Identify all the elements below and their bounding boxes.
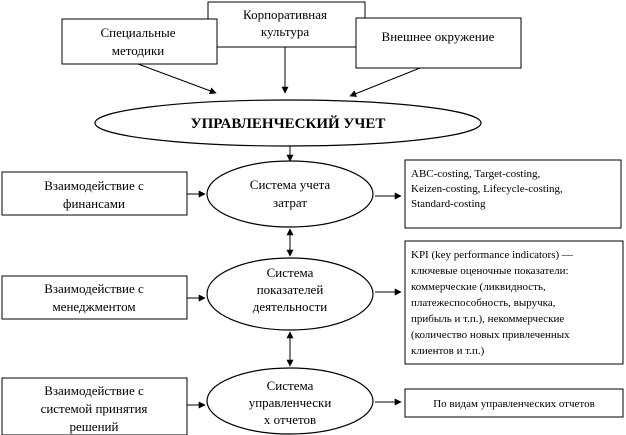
interaction-management-box: [1, 275, 188, 320]
kpi-description-line-3: коммерческие (ликвидность,: [411, 281, 546, 293]
costing-methods-line-2: Keizen-costing, Lifecycle-costing,: [411, 183, 563, 195]
kpi-description-line-7: клиентов и т.п.): [411, 345, 485, 357]
costing-methods-line-1: ABC-costing, Target-costing,: [411, 168, 541, 180]
performance-indicators-system-line-3: деятельности: [253, 299, 327, 314]
costing-methods-line-3: Standard-costing: [411, 198, 486, 210]
kpi-description-line-2: ключевые оценочные показатели:: [411, 265, 569, 277]
performance-indicators-system-line-2: показателей: [257, 282, 324, 297]
management-reports-system-line-2: управленчески: [249, 395, 332, 410]
performance-indicators-system-ellipse: [206, 257, 374, 331]
special-methods-box: [61, 18, 218, 65]
management-accounting-title: УПРАВЛЕНЧЕСКИЙ УЧЕТ: [191, 115, 386, 132]
cost-accounting-system-line-1: Система учета: [250, 177, 331, 192]
kpi-description-line-6: (количество новых привлеченных: [411, 329, 570, 341]
interaction-decision-system-line-3: решений: [70, 419, 119, 434]
special-methods-line-1: Специальные: [100, 25, 175, 40]
cost-accounting-system-ellipse: [206, 160, 374, 228]
management-reports-system-ellipse: [206, 367, 374, 435]
interaction-management-line-1: Взаимодействие с: [44, 281, 144, 296]
special-methods-line-2: методики: [112, 43, 165, 58]
interaction-decision-system-line-2: системой принятия: [41, 401, 148, 416]
interaction-finance-line-1: Взаимодействие с: [44, 178, 144, 193]
corporate-culture-line-2: культура: [261, 24, 309, 39]
kpi-description-box: [404, 240, 624, 365]
cost-accounting-system-line-2: затрат: [273, 195, 307, 210]
management-reports-system-line-1: Система: [267, 378, 314, 393]
costing-methods-box: [404, 159, 622, 229]
interaction-decision-system-line-1: Взаимодействие с: [44, 383, 144, 398]
management-accounting-ellipse: [94, 99, 482, 147]
management-reports-system-line-3: х отчетов: [264, 412, 316, 427]
interaction-decision-system-box: [1, 377, 188, 435]
arrow-environment-to-main: [349, 67, 421, 97]
interaction-management-line-2: менеджментом: [52, 299, 135, 314]
kpi-description-line-1: KPI (key performance indicators) —: [411, 249, 574, 261]
report-types-label: По видам управленческих отчетов: [433, 398, 595, 410]
report-types-box: [404, 388, 624, 418]
kpi-description-line-4: платежеспособность, выручка,: [411, 297, 556, 309]
kpi-description-line-5: прибыль и т.п.), некоммерческие: [411, 313, 564, 325]
corporate-culture-line-1: Корпоративная: [243, 7, 327, 22]
external-environment-box: [355, 17, 522, 69]
arrow-methods-to-main: [137, 63, 217, 95]
external-environment-label: Внешнее окружение: [382, 29, 495, 44]
performance-indicators-system-line-1: Система: [267, 265, 314, 280]
interaction-finance-box: [1, 171, 188, 216]
corporate-culture-box: [207, 1, 366, 48]
interaction-finance-line-2: финансами: [63, 196, 125, 211]
